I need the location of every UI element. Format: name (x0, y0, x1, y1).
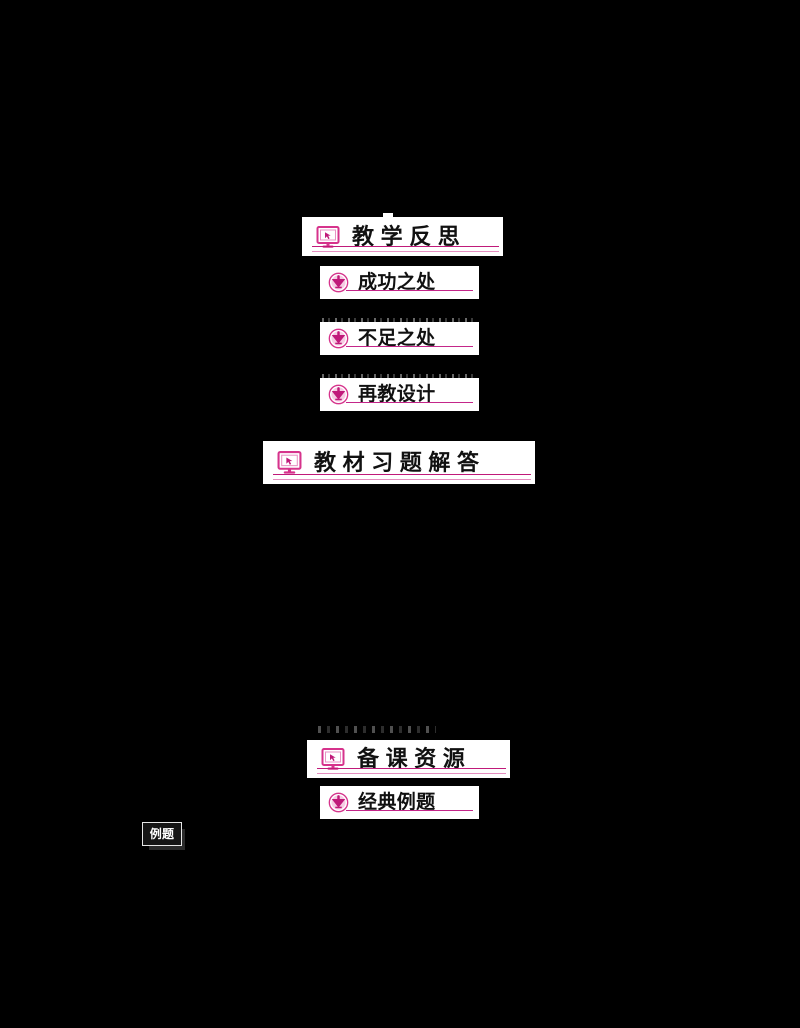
section-banner-redesign[interactable]: 再教设计 (320, 378, 479, 411)
banner-rule-primary (312, 246, 499, 247)
monitor-cursor-icon (316, 225, 340, 249)
monitor-cursor-icon (277, 450, 302, 475)
banner-rule-primary (346, 346, 473, 347)
section-title: 教学反思 (352, 223, 467, 250)
scan-artifact-speckle (322, 318, 477, 323)
circle-down-arrow-icon (328, 792, 349, 813)
banner-rule-primary (346, 402, 473, 403)
banner-rule-secondary (317, 773, 506, 774)
banner-rule-secondary (273, 479, 531, 480)
banner-rule-primary (273, 474, 531, 475)
banner-rule-secondary (312, 251, 499, 252)
banner-rule-primary (346, 810, 473, 811)
circle-down-arrow-icon (328, 328, 349, 349)
section-title: 不足之处 (358, 327, 436, 349)
section-title: 经典例题 (358, 791, 436, 813)
scan-artifact-speckle (322, 374, 477, 379)
circle-down-arrow-icon (328, 272, 349, 293)
section-title: 成功之处 (358, 271, 436, 293)
circle-down-arrow-icon (328, 384, 349, 405)
example-chip-label: 例题 (149, 827, 175, 841)
scan-artifact-speckle (318, 726, 436, 733)
section-banner-textbook-answers[interactable]: 教材习题解答 (263, 441, 535, 484)
monitor-cursor-icon (321, 747, 345, 771)
section-banner-classic-examples[interactable]: 经典例题 (320, 786, 479, 819)
section-title: 再教设计 (358, 383, 436, 405)
section-title: 教材习题解答 (314, 449, 486, 476)
banner-rule-primary (346, 290, 473, 291)
section-banner-shortcoming[interactable]: 不足之处 (320, 322, 479, 355)
scan-artifact-nub (383, 213, 393, 219)
section-banner-teaching-reflection[interactable]: 教学反思 (302, 217, 503, 256)
section-banner-success[interactable]: 成功之处 (320, 266, 479, 299)
section-title: 备课资源 (357, 746, 472, 772)
banner-rule-primary (317, 768, 506, 769)
example-problem-chip[interactable]: 例题 (142, 822, 182, 846)
section-banner-lesson-resources[interactable]: 备课资源 (307, 740, 510, 778)
